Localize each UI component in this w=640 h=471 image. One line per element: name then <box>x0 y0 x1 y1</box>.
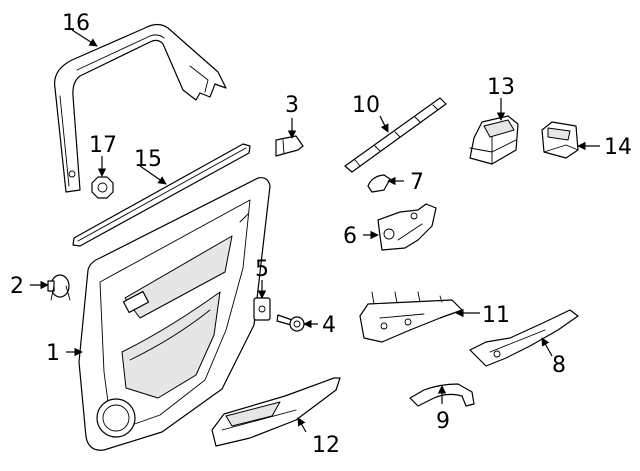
part-2-clip <box>47 274 71 301</box>
callout-17: 17 <box>89 133 117 158</box>
part-4-screw <box>276 314 305 332</box>
callout-3: 3 <box>285 93 299 118</box>
part-12-armrest <box>211 377 341 447</box>
callout-10: 10 <box>352 93 380 118</box>
callout-6: 6 <box>343 224 357 249</box>
callout-8: 8 <box>552 353 566 378</box>
callout-5: 5 <box>255 257 269 282</box>
callout-9: 9 <box>436 409 450 434</box>
part-13-switch <box>469 115 519 165</box>
part-5-clip <box>253 297 271 321</box>
callout-16: 16 <box>62 11 90 36</box>
callout-12: 12 <box>312 433 340 458</box>
leader-lines <box>30 29 600 433</box>
callout-14: 14 <box>604 135 632 160</box>
callout-15: 15 <box>134 147 162 172</box>
callout-7: 7 <box>410 170 424 195</box>
callout-labels: 16 17 15 3 10 13 14 7 6 2 5 4 1 11 8 9 1… <box>10 11 632 458</box>
part-14-switch <box>541 121 579 159</box>
part-6-handle-bracket <box>377 203 437 251</box>
part-8-reinforcement <box>469 309 579 367</box>
callout-1: 1 <box>46 341 60 366</box>
part-1-door-trim-panel <box>78 177 271 451</box>
part-7-cover <box>367 174 391 193</box>
part-17-nut <box>91 176 114 199</box>
part-16-window-frame <box>54 23 227 193</box>
part-10-sash-trim <box>344 97 447 173</box>
callout-13: 13 <box>487 75 515 100</box>
callout-4: 4 <box>322 313 336 338</box>
part-3-bracket <box>275 135 304 157</box>
callout-11: 11 <box>482 303 510 328</box>
callout-2: 2 <box>10 274 24 299</box>
part-11-bracket <box>359 291 463 343</box>
part-15-belt-weatherstrip <box>72 143 251 247</box>
